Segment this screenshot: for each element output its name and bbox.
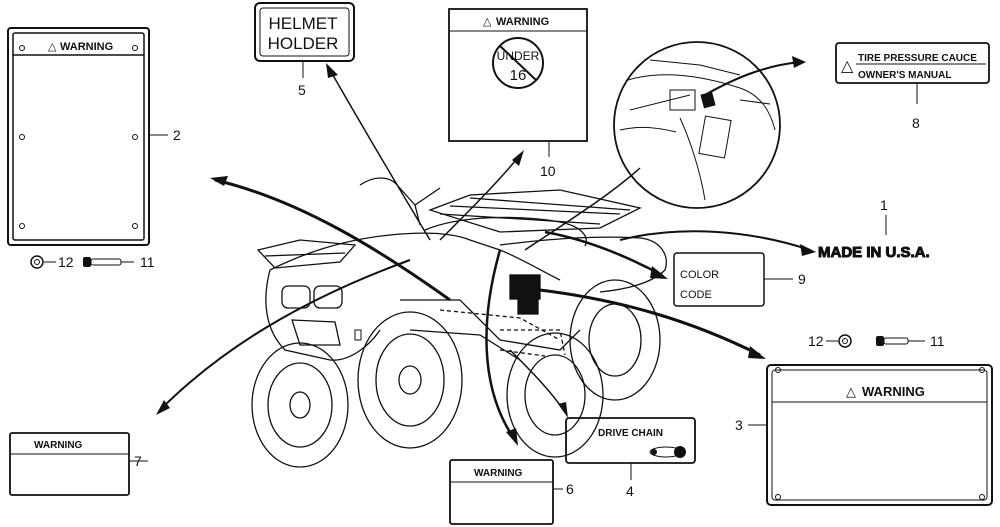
warning-symbol: △ — [841, 58, 854, 75]
drive-chain-label-4: DRIVE CHAIN 4 — [565, 417, 696, 499]
callout-2: 2 — [173, 127, 181, 143]
callout-4: 4 — [626, 483, 634, 499]
callout-10: 10 — [540, 163, 556, 179]
callout-6: 6 — [566, 481, 574, 497]
warning-label-7-text: WARNING — [34, 440, 83, 451]
warning-label-2: △ WARNING 2 — [7, 27, 181, 246]
made-in-usa-text: MADE IN U.S.A. — [818, 244, 930, 261]
callout-1: 1 — [880, 197, 888, 213]
warning-symbol: △ — [483, 16, 492, 28]
tire-pressure-text-2: OWNER'S MANUAL — [858, 70, 951, 81]
made-in-usa-label-1: 1 MADE IN U.S.A. — [818, 197, 931, 262]
warning-label-3-text: WARNING — [862, 384, 925, 399]
callout-11-left: 11 — [140, 254, 155, 270]
fasteners-left: 12 11 — [30, 254, 155, 270]
warning-symbol: △ — [846, 384, 856, 399]
rivet-icon — [876, 336, 925, 346]
under-16-text-2: 16 — [510, 67, 527, 84]
warning-label-7: WARNING 7 — [9, 432, 148, 496]
warning-label-10-text: WARNING — [496, 16, 549, 28]
no-under-16-icon — [492, 37, 544, 89]
warning-label-2-text: WARNING — [60, 41, 113, 53]
callout-7: 7 — [134, 453, 142, 469]
color-code-text-2: CODE — [680, 289, 712, 301]
tire-pressure-text-1: TIRE PRESSURE CAUCE — [858, 53, 977, 64]
detail-inset — [613, 41, 781, 209]
warning-label-6: WARNING 6 — [449, 459, 574, 525]
callout-12-right: 12 — [808, 333, 824, 349]
helmet-holder-text-2: HOLDER — [268, 34, 339, 53]
chain-sprocket-icon — [649, 446, 686, 458]
callout-3: 3 — [735, 417, 743, 433]
callout-9: 9 — [798, 271, 806, 287]
washer-icon — [30, 255, 44, 269]
color-code-text-1: COLOR — [680, 269, 719, 281]
callout-11-right: 11 — [930, 333, 945, 349]
leader-arrows — [156, 56, 816, 446]
washer-icon — [838, 334, 852, 348]
callout-5: 5 — [298, 82, 306, 98]
helmet-holder-text-1: HELMET — [269, 14, 338, 33]
color-code-label-9: COLOR CODE 9 — [673, 252, 806, 307]
fasteners-right: 12 11 — [808, 333, 945, 349]
drive-chain-text: DRIVE CHAIN — [598, 428, 663, 439]
under-16-text-1: UNDER — [497, 49, 540, 63]
warning-label-6-text: WARNING — [474, 468, 523, 479]
callout-8: 8 — [912, 115, 920, 131]
tire-pressure-label-8: △ TIRE PRESSURE CAUCE OWNER'S MANUAL 8 — [835, 42, 990, 131]
warning-label-3: △ WARNING 3 — [735, 364, 993, 506]
warning-symbol: △ — [48, 41, 57, 53]
callout-12-left: 12 — [58, 254, 74, 270]
under-16-label-10: △ WARNING UNDER 16 10 — [448, 8, 588, 179]
rivet-icon — [83, 257, 134, 267]
helmet-holder-label-5: HELMET HOLDER 5 — [254, 2, 355, 98]
